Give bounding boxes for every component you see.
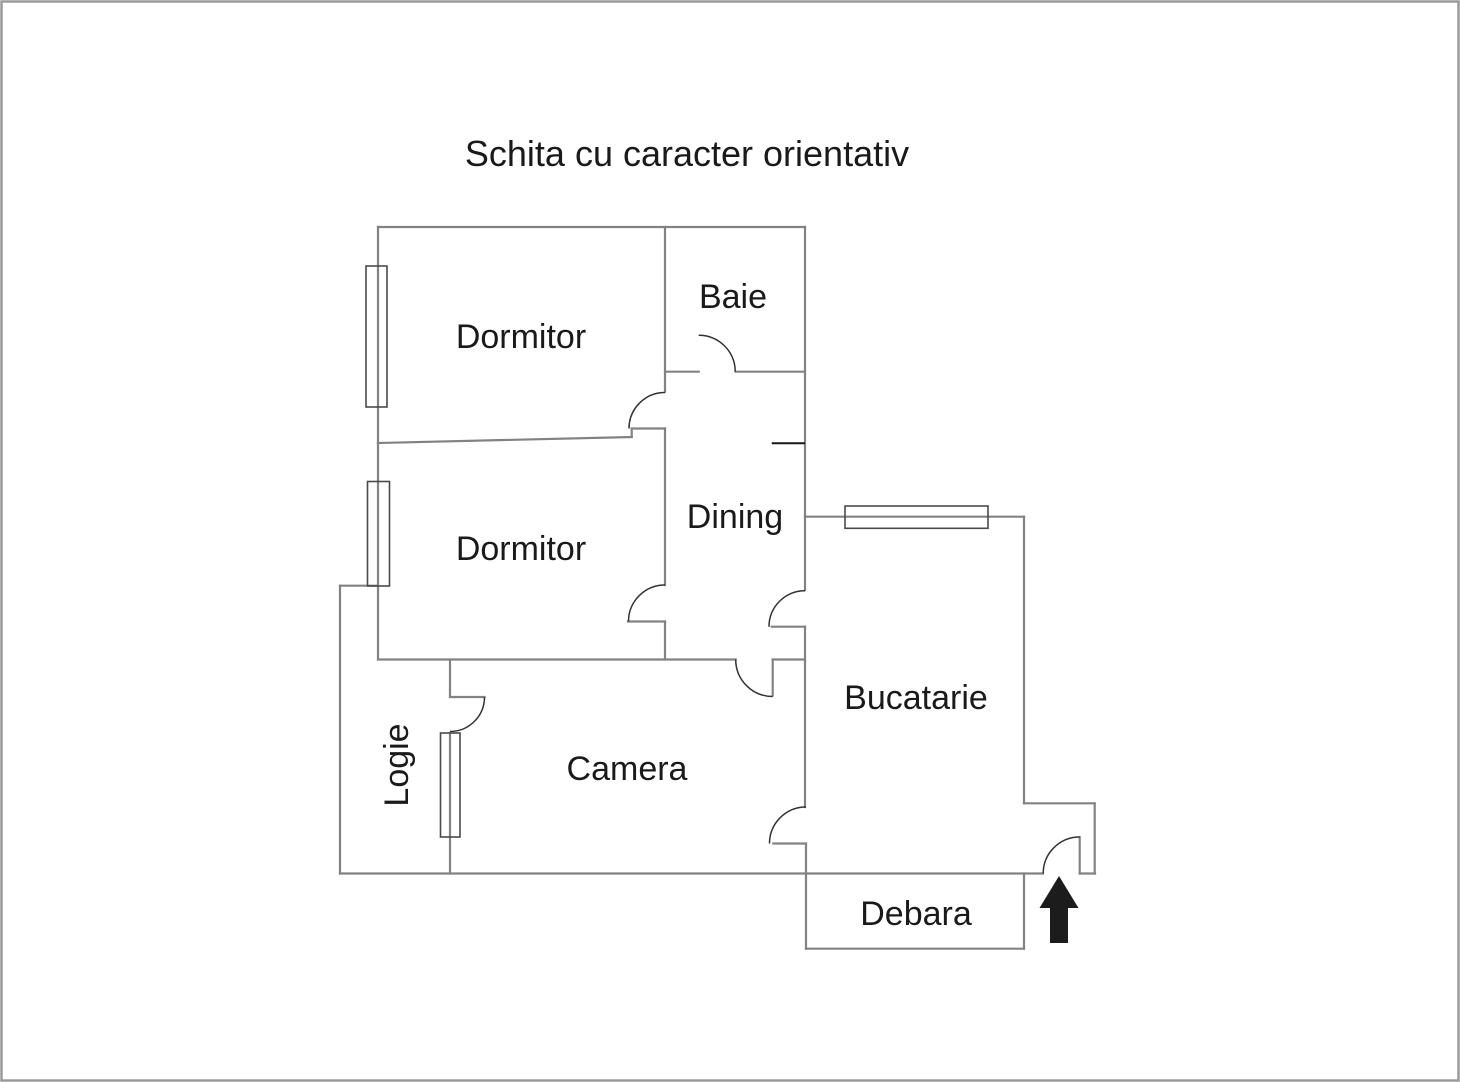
door-arc-dormitor2 [627,584,666,622]
door-arc-camera-hall [768,806,807,844]
door-arc-entrance [1042,836,1080,874]
room-label-baie: Baie [699,278,767,316]
wall-dormitor-divider [376,435,633,445]
room-label-dormitor-2: Dormitor [456,530,586,568]
window-dormitor2 [366,480,391,587]
walls [338,225,1097,950]
door-arc-baie [698,334,736,372]
window-bucatarie [844,505,989,530]
room-label-dining: Dining [687,498,783,536]
room-label-camera: Camera [567,750,688,788]
windows [365,265,989,838]
room-labels: Dormitor Baie Dining Dormitor Bucatarie … [378,278,988,933]
room-label-bucatarie: Bucatarie [844,679,988,717]
room-label-debara: Debara [860,895,972,933]
window-dormitor1 [365,265,388,408]
door-arcs [449,334,1080,874]
door-arc-dining-bucatarie [768,589,806,627]
room-label-logie: Logie [378,723,416,806]
door-arc-dining-camera [734,659,773,698]
window-logie [439,732,461,838]
plan-title: Schita cu caracter orientativ [465,133,909,174]
room-label-dormitor-1: Dormitor [456,318,586,356]
door-arc-dormitor1 [628,391,666,429]
door-arc-logie [449,696,486,733]
entrance-arrow-icon [1039,876,1079,943]
